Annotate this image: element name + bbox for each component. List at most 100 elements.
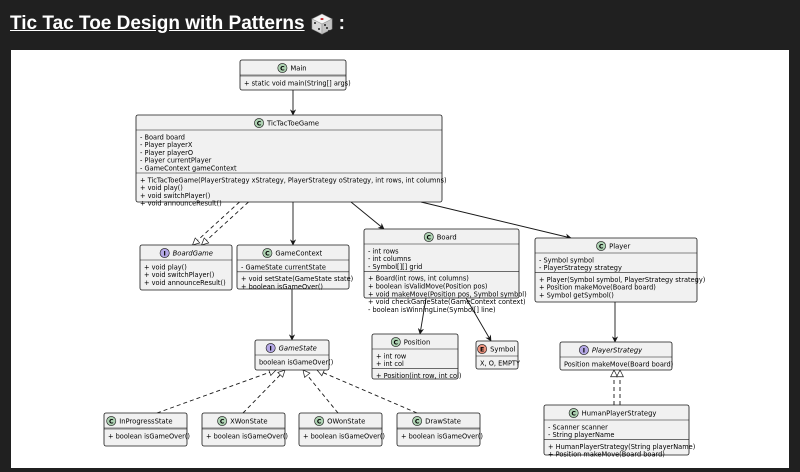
game-die-icon	[310, 13, 333, 35]
class-method: + Position makeMove(Board board)	[539, 284, 656, 292]
class-method: Position makeMove(Board board)	[564, 360, 673, 368]
class-method: boolean isGameOver()	[259, 358, 333, 366]
class-boardgame: I BoardGame + void play()+ void switchPlay…	[139, 244, 233, 291]
class-attribute: - Player playerO	[140, 149, 193, 157]
class-xwonstate: C XWonState + boolean isGameOver()	[201, 412, 288, 447]
class-name: Position	[404, 338, 430, 346]
class-attribute: - Scanner scanner	[548, 423, 608, 431]
class-box	[135, 114, 443, 203]
class-method: + void announceResult()	[144, 279, 226, 287]
badge-letter: E	[480, 346, 484, 353]
class-name: PlayerStrategy	[592, 346, 643, 354]
edge-owonstate-gamestate	[303, 370, 339, 414]
class-name: GameState	[279, 344, 317, 352]
class-badge-icon	[423, 232, 434, 242]
class-method: + boolean isValidMove(Position pos)	[368, 283, 488, 291]
class-name: TicTacToeGame	[266, 119, 319, 127]
badge-letter: I	[583, 347, 585, 354]
class-attribute: - GameContext gameContext	[140, 165, 237, 173]
class-name: DrawState	[425, 417, 461, 425]
badge-letter: C	[599, 243, 604, 250]
class-method: + boolean isGameOver()	[241, 283, 323, 291]
class-attribute: - int columns	[368, 255, 411, 263]
class-method: + void play()	[144, 263, 187, 271]
class-box	[543, 404, 690, 456]
class-method: + void checkGameState(GameContext contex…	[368, 298, 526, 306]
badge-letter: I	[163, 250, 165, 257]
edge-tictactoegame-boardgame	[193, 201, 240, 245]
class-position: C Position + int row+ int col + Position(in…	[371, 333, 462, 380]
class-attribute: + int row	[376, 352, 407, 360]
class-method: + void announceResult()	[140, 200, 222, 208]
class-attribute: - GameState currentState	[241, 263, 326, 271]
badge-letter: C	[257, 120, 262, 127]
class-method: + Symbol getSymbol()	[539, 292, 614, 300]
class-box	[534, 237, 698, 303]
class-method: + boolean isGameOver()	[108, 432, 190, 440]
class-method: + boolean isGameOver()	[206, 432, 288, 440]
class-badge-icon	[596, 241, 606, 251]
badge-letter: C	[571, 410, 576, 417]
interface-badge-icon	[579, 345, 589, 355]
class-box	[363, 228, 520, 299]
class-attribute: - String playerName	[548, 431, 614, 439]
class-method: + void switchPlayer()	[140, 192, 210, 200]
class-name: BoardGame	[173, 249, 213, 257]
badge-letter: C	[415, 418, 420, 425]
edge-board-symbol	[465, 297, 492, 342]
class-box	[103, 412, 188, 447]
edge-tictactoegame-boardgame-double	[202, 201, 249, 245]
edge-inprogressstate-gamestate	[156, 370, 276, 414]
class-badge-icon	[277, 63, 288, 73]
badge-letter: I	[269, 345, 271, 352]
class-method: X, O, EMPTY	[480, 359, 521, 367]
class-attribute: - Symbol symbol	[539, 256, 594, 264]
class-method: + TicTacToeGame(PlayerStrategy xStrategy…	[140, 176, 447, 184]
class-attribute: - PlayerStrategy strategy	[539, 264, 622, 272]
class-method: + boolean isGameOver()	[401, 432, 483, 440]
class-badge-icon	[217, 416, 228, 426]
enum-badge-icon	[477, 344, 487, 354]
class-name: InProgressState	[119, 417, 172, 425]
class-method: + Player(Symbol symbol, PlayerStrategy s…	[539, 276, 705, 284]
class-drawstate: C DrawState + boolean isGameOver()	[396, 412, 483, 447]
class-name: XWonState	[230, 417, 267, 425]
class-attribute: - Symbol[][] grid	[368, 263, 422, 271]
class-method: + void play()	[140, 184, 183, 192]
class-method: + static void main(String[] args)	[244, 79, 351, 87]
class-attribute: + int col	[376, 360, 404, 368]
edge-xwonstate-gamestate	[242, 370, 285, 414]
class-method: + void switchPlayer()	[144, 271, 214, 279]
class-attribute: - Player currentPlayer	[140, 157, 212, 165]
class-method: + boolean isGameOver()	[303, 432, 385, 440]
page-heading: Tic Tac Toe Design with Patterns :	[10, 9, 345, 39]
interface-badge-icon	[265, 343, 276, 353]
class-badge-icon	[254, 118, 264, 128]
class-name: Main	[290, 64, 306, 72]
badge-letter: C	[317, 418, 322, 425]
class-tictactoegame: C TicTacToeGame - Board board - Player play…	[135, 114, 447, 208]
class-method: + Position(int row, int col)	[376, 372, 462, 380]
class-attribute: - int rows	[368, 247, 399, 255]
class-name: Symbol	[490, 345, 515, 353]
class-attribute: - Board board	[140, 133, 185, 141]
badge-letter: C	[394, 339, 399, 346]
badge-letter: C	[426, 234, 431, 241]
class-method: - boolean isWinningLine(Symbol[] line)	[368, 306, 496, 314]
page-title: Tic Tac Toe Design with Patterns	[10, 13, 305, 34]
edge-tictactoegame-player	[420, 201, 572, 240]
badge-letter: C	[220, 418, 225, 425]
class-humanplayerstrategy: C HumanPlayerStrategy - Scanner scanner- S…	[543, 404, 695, 459]
class-method: + void makeMove(Position pos, Symbol sym…	[368, 290, 527, 298]
interface-badge-icon	[159, 248, 170, 258]
edge-board-position	[417, 297, 427, 335]
class-name: HumanPlayerStrategy	[582, 409, 657, 417]
class-gamestate: I GameState boolean isGameOver()	[254, 339, 333, 371]
